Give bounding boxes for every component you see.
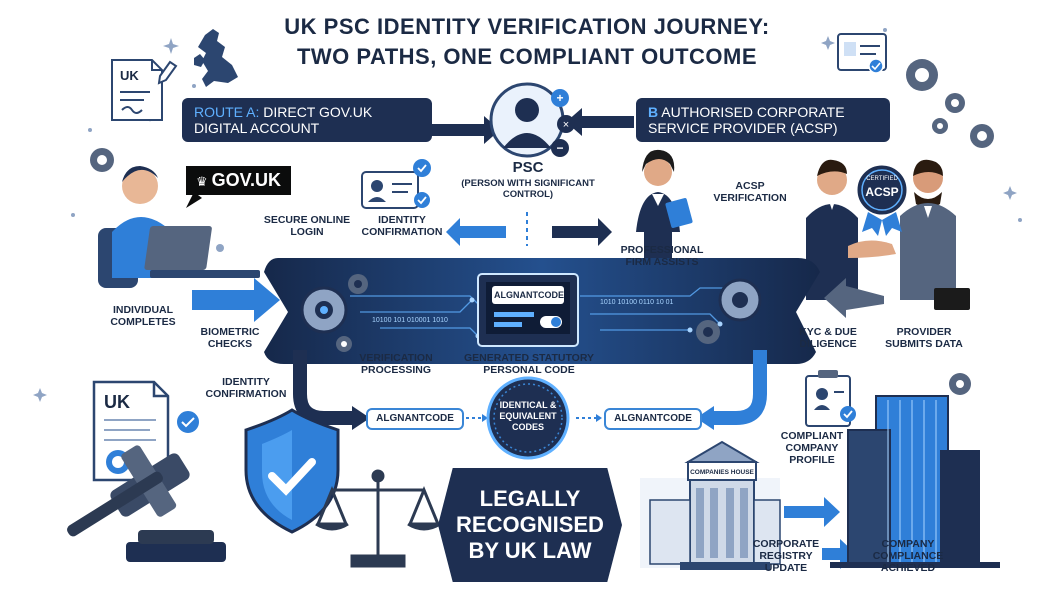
company-skyscraper-icon	[830, 395, 1000, 568]
handshake-icon	[806, 159, 970, 310]
pen-icon	[157, 60, 178, 85]
acsp-badge-main: ACSP	[865, 185, 898, 199]
label-identity-confirmation-bottom: IDENTITY CONFIRMATION	[205, 376, 287, 400]
route-b-arrow	[566, 108, 634, 136]
shield-check-icon	[244, 408, 340, 534]
legally-recognised-banner: LEGALLY RECOGNISED BY UK LAW	[438, 468, 622, 582]
uk-doc-top-label: UK	[120, 68, 139, 83]
uk-document-large-icon	[92, 380, 201, 482]
label-compliance-achieved: COMPANY COMPLIANCE ACHIEVED	[872, 538, 944, 574]
identical-codes-text: IDENTICAL & EQUIVALENT CODES	[499, 400, 557, 432]
label-provider-submits: PROVIDER SUBMITS DATA	[885, 326, 963, 350]
id-card-icon	[361, 159, 431, 209]
psc-subtitle: (PERSON WITH SIGNIFICANT CONTROL)	[461, 178, 595, 200]
gavel-icon	[67, 445, 226, 562]
monitor-icon	[477, 273, 579, 347]
scales-of-justice-icon	[315, 469, 441, 568]
binary-right: 1010 10100 0110 10 01	[600, 299, 674, 306]
legal-line-3: BY UK LAW	[468, 538, 592, 563]
acsp-badge-icon	[854, 162, 910, 236]
code-pill-right: ALGNANTCODE	[604, 408, 702, 430]
psc-avatar-icon: + × −	[489, 82, 575, 158]
label-registry-update: CORPORATE REGISTRY UPDATE	[752, 538, 820, 574]
svg-text:×: ×	[563, 119, 569, 131]
gear-icon-left	[90, 148, 971, 395]
gear-icon	[906, 59, 994, 148]
route-b-text: AUTHORISED CORPORATE SERVICE PROVIDER (A…	[648, 104, 845, 136]
route-a-prefix: ROUTE A:	[194, 104, 260, 120]
binary-left: 10100 101 010001 1010	[372, 317, 448, 324]
label-verification-processing: VERIFICATION PROCESSING	[359, 352, 433, 376]
label-professional-firm: PROFESSIONAL FIRM ASSISTS	[620, 244, 704, 268]
title-line-2: TWO PATHS, ONE COMPLIANT OUTCOME	[296, 44, 758, 69]
label-identity-confirmation-top: IDENTITY CONFIRMATION	[361, 214, 443, 238]
label-acsp-verification: ACSP VERIFICATION	[713, 180, 787, 204]
label-generated-code: GENERATED STATUTORY PERSONAL CODE	[463, 352, 595, 376]
gov-uk-badge: ♛GOV.UK	[186, 166, 292, 195]
certificate-icon	[837, 33, 887, 74]
svg-text:−: −	[556, 141, 563, 155]
label-kyc: KYC & DUE DILIGENCE	[799, 326, 857, 350]
companies-house-label: COMPANIES HOUSE	[690, 469, 754, 476]
label-compliant-profile: COMPLIANT COMPANY PROFILE	[780, 430, 844, 466]
uk-map-icon	[198, 29, 238, 87]
code-pill-left: ALGNANTCODE	[366, 408, 464, 430]
svg-text:+: +	[556, 91, 563, 105]
profile-card-icon	[805, 370, 856, 427]
route-a-text: DIRECT GOV.UK DIGITAL ACCOUNT	[194, 104, 373, 136]
label-secure-login: SECURE ONLINE LOGIN	[263, 214, 351, 238]
legal-line-1: LEGALLY	[479, 486, 581, 511]
legal-line-2: RECOGNISED	[456, 512, 604, 537]
gov-uk-text: GOV.UK	[211, 170, 282, 190]
route-b-prefix: B	[648, 104, 659, 120]
individual-laptop-icon	[98, 166, 260, 288]
uk-doc-bottom-label: UK	[104, 392, 130, 412]
acsp-badge-top: CERTIFIED	[866, 176, 898, 182]
route-a-arrow	[432, 116, 500, 144]
label-biometric-checks: BIOMETRIC CHECKS	[200, 326, 260, 350]
route-a-box: ROUTE A: DIRECT GOV.UK DIGITAL ACCOUNT	[182, 98, 432, 142]
crown-icon: ♛	[196, 174, 208, 189]
companies-house-building-icon	[640, 440, 781, 570]
psc-title: PSC	[512, 159, 544, 176]
gear-icon-band-right	[696, 278, 762, 344]
title-line-1: UK PSC IDENTITY VERIFICATION JOURNEY:	[284, 14, 770, 39]
uk-document-icon	[111, 59, 178, 121]
gear-icon-band-left	[300, 274, 368, 352]
screen-code-text: ALGNANTCODE	[494, 290, 564, 300]
identical-codes-badge	[486, 376, 570, 460]
label-individual-completes: INDIVIDUAL COMPLETES	[110, 304, 176, 328]
route-b-box: B AUTHORISED CORPORATE SERVICE PROVIDER …	[636, 98, 890, 142]
